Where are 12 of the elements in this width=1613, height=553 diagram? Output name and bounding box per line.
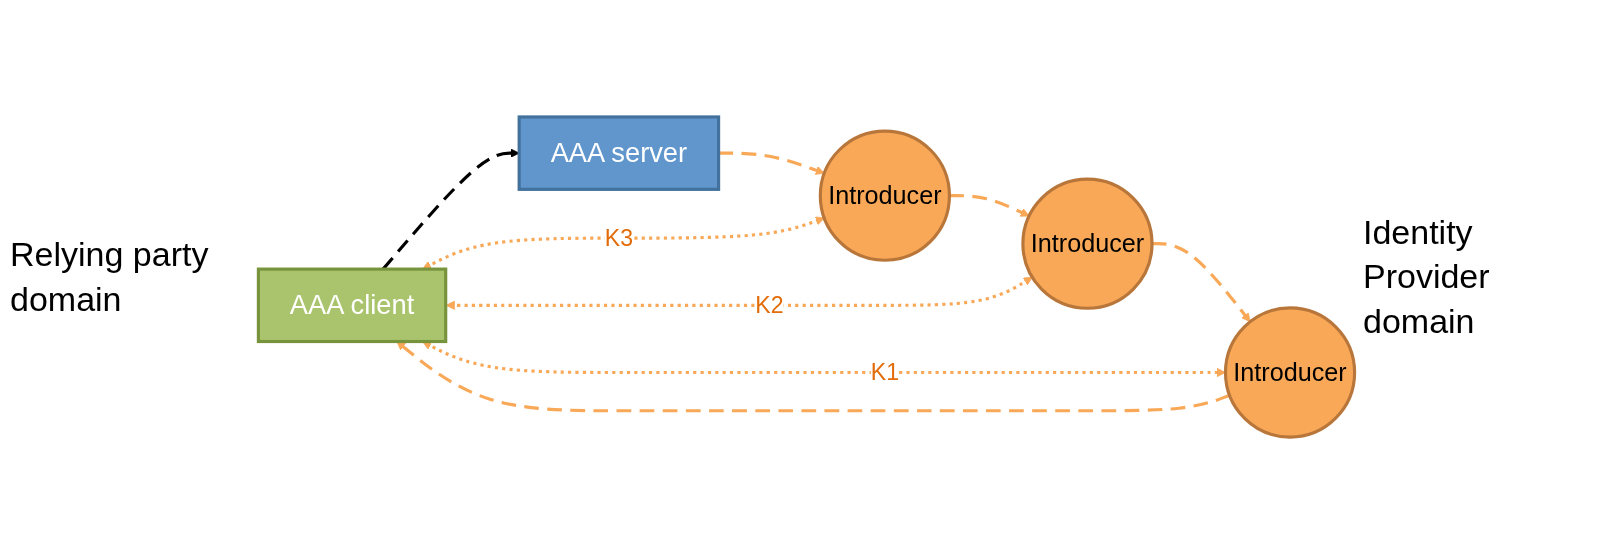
domain-label: Relying party domain [10,234,210,320]
edge-label: K2 [755,291,784,318]
node-box: AAA server [517,114,721,191]
edge-label: K1 [870,358,899,386]
edge-label: K3 [604,224,634,251]
node-circle: Introducer [1223,305,1357,439]
node-circle: Introducer [818,129,951,262]
node-circle: Introducer [1021,177,1154,310]
arrow [422,216,825,269]
node-box: AAA client [256,267,448,343]
domain-label: Identity Provider domain [1363,212,1491,342]
arrow [1152,241,1251,322]
